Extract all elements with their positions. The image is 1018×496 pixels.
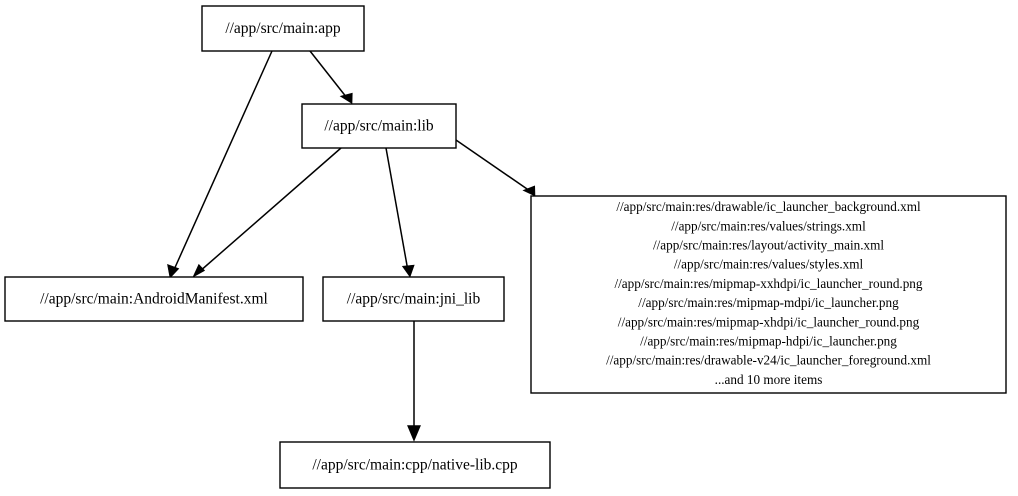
edge-line [172, 50, 273, 273]
edge-line [455, 139, 531, 192]
node-label-line: //app/src/main:res/mipmap-mdpi/ic_launch… [638, 295, 899, 310]
graph-node-jni_lib[interactable]: //app/src/main:jni_lib [322, 276, 505, 322]
nodes-layer: //app/src/main:app //app/src/main:lib //ap… [4, 5, 1007, 489]
node-label-line: //app/src/main:res/mipmap-xxhdpi/ic_laun… [614, 276, 922, 291]
edge-line [309, 50, 348, 99]
arrowhead-icon [522, 185, 536, 197]
edges-layer [167, 50, 536, 442]
node-label: //app/src/main:app [225, 20, 341, 37]
arrowhead-icon [339, 92, 353, 105]
node-box [530, 195, 1007, 394]
node-label: //app/src/main:AndroidManifest.xml [40, 291, 268, 308]
graph-edge-lib-to-manifest [192, 147, 342, 278]
node-label: //app/src/main:lib [324, 118, 434, 135]
arrowhead-icon [192, 263, 206, 278]
graph-edge-jni_lib-to-native_lib [407, 321, 421, 442]
node-box [279, 441, 551, 489]
edge-line [198, 147, 342, 273]
graph-node-manifest[interactable]: //app/src/main:AndroidManifest.xml [4, 276, 304, 322]
graph-node-native_lib[interactable]: //app/src/main:cpp/native-lib.cpp [279, 441, 551, 489]
graph-edge-lib-to-res_group [455, 139, 536, 197]
node-label-line: //app/src/main:res/drawable/ic_launcher_… [616, 199, 921, 214]
graph-edge-app-to-lib [309, 50, 353, 105]
node-box [201, 5, 365, 52]
graph-edge-lib-to-jni_lib [385, 147, 415, 278]
node-box [301, 103, 457, 149]
node-label-line: //app/src/main:res/values/strings.xml [671, 218, 866, 233]
edge-line [385, 147, 409, 272]
node-label-line: //app/src/main:res/mipmap-xhdpi/ic_launc… [618, 314, 920, 329]
node-label-line: //app/src/main:res/drawable-v24/ic_launc… [606, 353, 931, 368]
graph-node-app[interactable]: //app/src/main:app [201, 5, 365, 52]
arrowhead-icon [167, 264, 180, 279]
arrowhead-icon [407, 425, 421, 442]
graph-node-res_group[interactable]: //app/src/main:res/drawable/ic_launcher_… [530, 195, 1007, 394]
graph-edge-app-to-manifest [167, 50, 273, 279]
node-label-line: ...and 10 more items [715, 372, 823, 387]
node-label-line: //app/src/main:res/values/styles.xml [674, 257, 864, 272]
node-label: //app/src/main:jni_lib [347, 291, 481, 308]
node-label-line: //app/src/main:res/mipmap-hdpi/ic_launch… [640, 334, 897, 349]
arrowhead-icon [401, 264, 415, 278]
node-label-line: //app/src/main:res/layout/activity_main.… [653, 238, 884, 253]
graph-node-lib[interactable]: //app/src/main:lib [301, 103, 457, 149]
node-box [322, 276, 505, 322]
node-label: //app/src/main:cpp/native-lib.cpp [312, 457, 518, 474]
node-box [4, 276, 304, 322]
